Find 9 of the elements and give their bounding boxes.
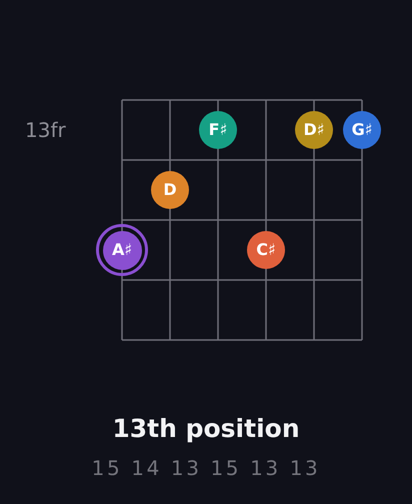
position-title: 13th position bbox=[111, 416, 301, 441]
note-dot: G♯ bbox=[343, 111, 381, 149]
fret-sequence-caption: 15 14 13 15 13 13 bbox=[90, 458, 322, 478]
note-dot: C♯ bbox=[247, 231, 285, 269]
note-dot: D bbox=[151, 171, 189, 209]
note-dot: F♯ bbox=[199, 111, 237, 149]
root-note-dot: A♯ bbox=[96, 224, 148, 276]
note-dot: D♯ bbox=[295, 111, 333, 149]
fret-number-label: 13fr bbox=[25, 120, 66, 140]
